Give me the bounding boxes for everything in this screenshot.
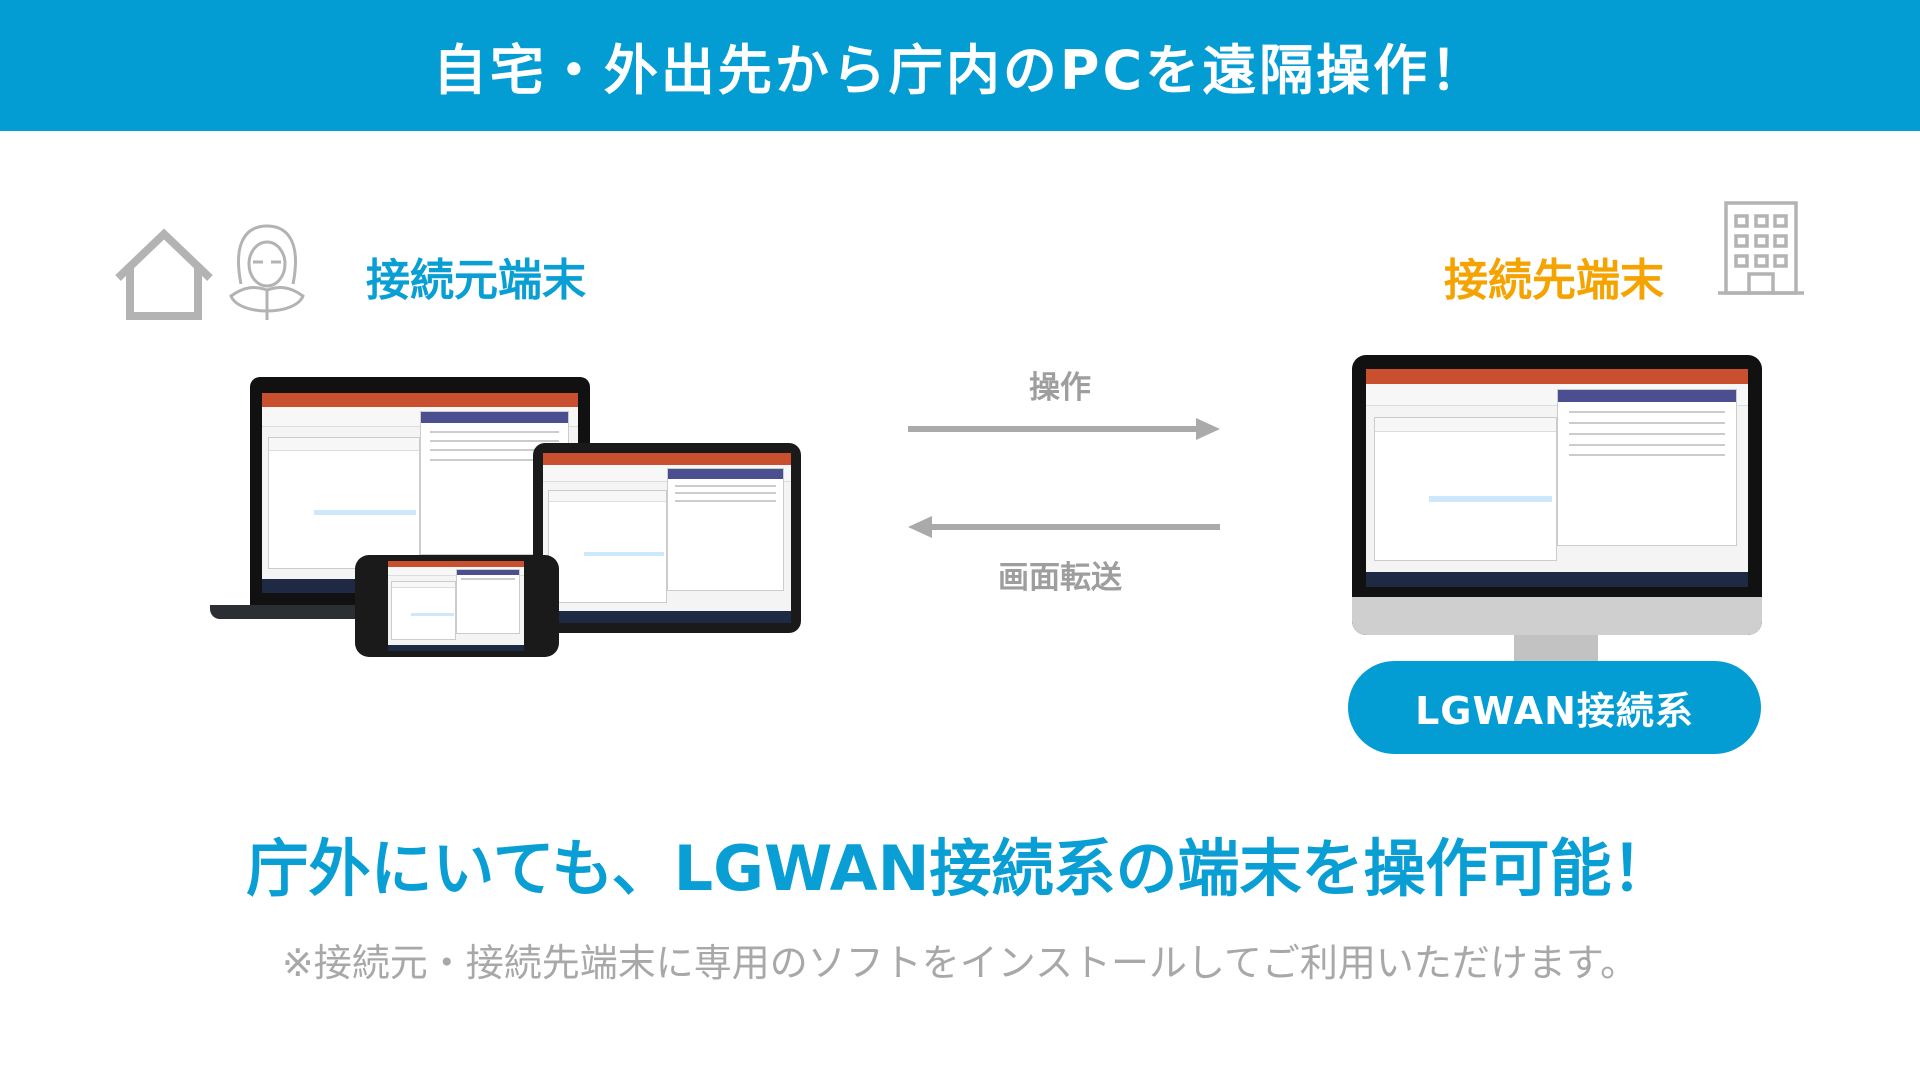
arrow-right-icon: [908, 418, 1220, 440]
tablet-device: [533, 443, 801, 633]
target-device-label: 接続先端末: [1444, 255, 1664, 306]
operation-label: 操作: [1029, 370, 1091, 406]
desktop-monitor: [1352, 355, 1762, 635]
page-title: 自宅・外出先から庁内のPCを遠隔操作！: [432, 39, 1488, 102]
person-icon: [229, 224, 305, 320]
laptop-screen: [262, 393, 578, 593]
phone-screen: [388, 561, 524, 651]
source-device-label: 接続元端末: [366, 255, 586, 306]
monitor-stand: [1514, 635, 1598, 661]
lgwan-badge: LGWAN接続系: [1348, 661, 1761, 754]
tablet-screen: [543, 453, 791, 623]
phone-device: [355, 555, 559, 657]
installation-note: ※接続元・接続先端末に専用のソフトをインストールしてご利用いただけます。: [281, 941, 1639, 985]
house-icon: [115, 228, 213, 320]
arrow-left-icon: [908, 516, 1220, 538]
lgwan-badge-label: LGWAN接続系: [1415, 689, 1694, 733]
monitor-screen: [1366, 369, 1748, 587]
headline: 庁外にいても、LGWAN接続系の端末を操作可能！: [246, 832, 1674, 905]
screen-transfer-label: 画面転送: [998, 560, 1122, 596]
header-banner: 自宅・外出先から庁内のPCを遠隔操作！: [0, 0, 1920, 131]
building-icon: [1718, 201, 1804, 295]
